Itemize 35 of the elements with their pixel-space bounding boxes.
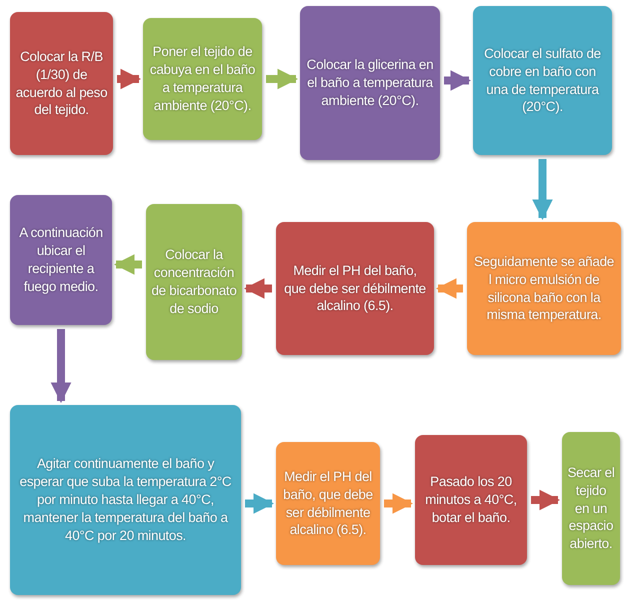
step-text: Colocar el sulfato de cobre en baño con una de temperatura (20°C).: [483, 44, 602, 116]
arrow: [117, 68, 142, 90]
process-box: [276, 222, 434, 355]
process-box: [467, 222, 621, 355]
arrow: [244, 278, 272, 299]
step-text: Agitar continuamente el baño y esperar que suba la temperatura 2°C por minuto hasta llegar a 40°C, mantener la temperatura del baño a 40°C por 20 minutos.: [18, 455, 232, 545]
arrow: [531, 490, 560, 510]
arrow: [444, 70, 472, 91]
step-text: Medir el PH del baño, que debe ser débilmente alcalino (6.5).: [282, 468, 374, 540]
step-text: Poner el tejido de cabuya en el baño a temperatura ambiente (20°C).: [148, 43, 256, 115]
process-box: [143, 18, 262, 140]
process-box: [473, 6, 612, 155]
process-box: [10, 195, 112, 325]
arrow: [436, 278, 463, 299]
arrow: [245, 493, 274, 514]
arrow: [50, 329, 72, 404]
step-text: Pasado los 20 minutos a 40°C, botar el baño.: [424, 473, 518, 527]
step-text: Colocar la R/B (1/30) de acuerdo al peso del tejido.: [15, 48, 108, 120]
arrow: [532, 159, 553, 220]
step-text: Seguidamente se añade l micro emulsión de silicona baño con la misma temperatura.: [472, 252, 616, 324]
step-text: A continuación ubicar el recipiente a fuego medio.: [18, 224, 104, 296]
arrow: [266, 68, 298, 90]
step-text: Secar el tejido en un espacio abierto.: [567, 464, 615, 554]
step-text: Medir el PH del baño, que debe ser débilmente alcalino (6.5).: [283, 262, 427, 316]
process-box: [300, 6, 440, 160]
process-box: [10, 405, 241, 595]
process-box: [276, 442, 380, 565]
process-box: [562, 432, 620, 585]
process-box: [10, 12, 113, 155]
arrow: [114, 254, 142, 275]
step-text: Colocar la glicerina en el baño a temperatura ambiente (20°C).: [306, 56, 434, 110]
process-box: [415, 435, 527, 565]
arrow: [384, 493, 414, 514]
step-text: Colocar la concentración de bicarbonato de sodio: [151, 246, 237, 318]
process-box: [146, 204, 242, 360]
